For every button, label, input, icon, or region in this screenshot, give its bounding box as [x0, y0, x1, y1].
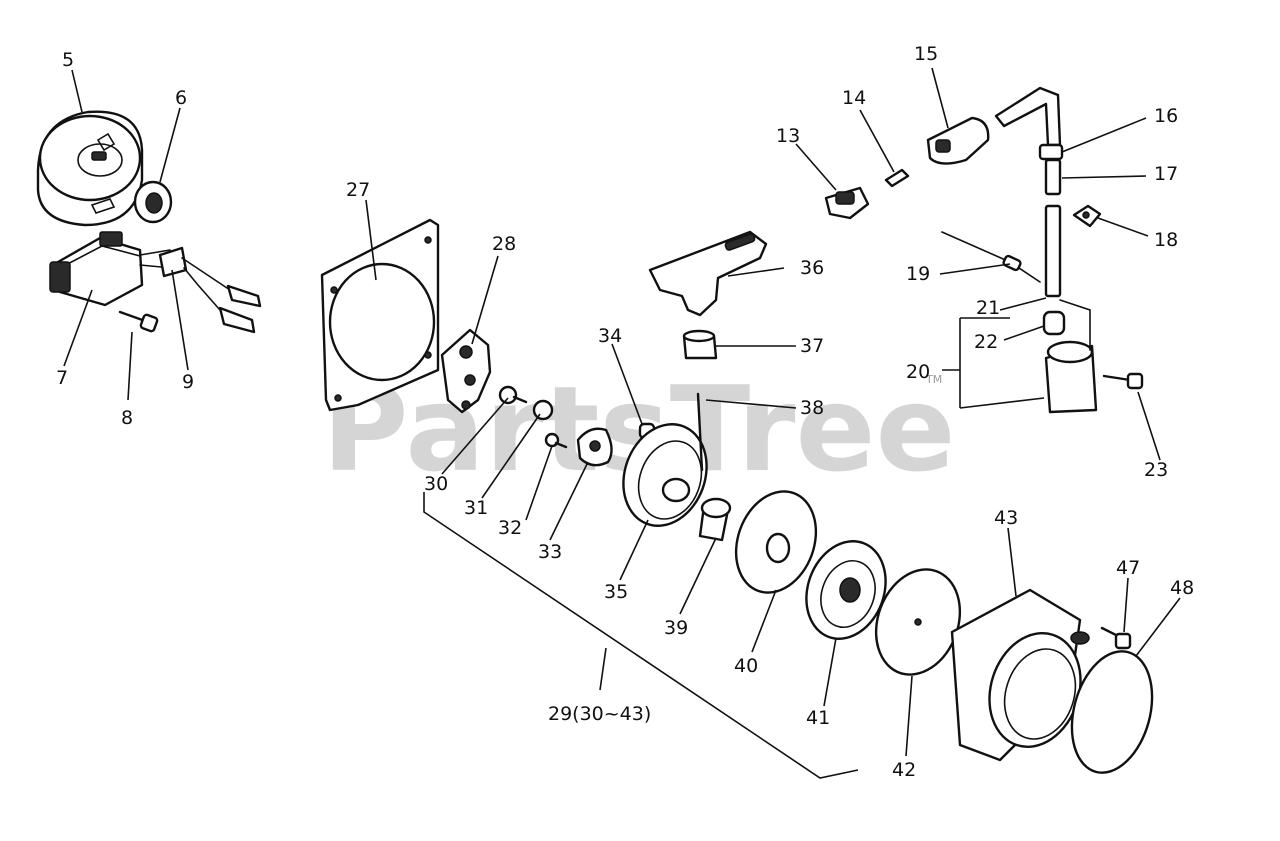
- callout-39: 39: [664, 617, 688, 639]
- callout-7: 7: [56, 367, 68, 389]
- callout-9: 9: [182, 371, 194, 393]
- callout-5: 5: [62, 49, 74, 71]
- part-33-ratchet[interactable]: [576, 427, 613, 467]
- callout-14: 14: [842, 87, 866, 109]
- callout-43: 43: [994, 507, 1018, 529]
- watermark-trademark: TM: [925, 373, 942, 386]
- part-19-stop-wire[interactable]: [941, 231, 1041, 283]
- part-22-cap[interactable]: [1042, 310, 1066, 336]
- callout-19: 19: [906, 263, 930, 285]
- callout-22: 22: [974, 331, 998, 353]
- part-5-flywheel[interactable]: [36, 110, 144, 227]
- part-40-plate[interactable]: [723, 480, 830, 604]
- callout-23: 23: [1144, 459, 1168, 481]
- callout-41: 41: [806, 707, 830, 729]
- callout-36: 36: [800, 257, 824, 279]
- callout-31: 31: [464, 497, 488, 519]
- callout-30: 30: [424, 473, 448, 495]
- callout-47: 47: [1116, 557, 1140, 579]
- part-30-screw[interactable]: [498, 385, 528, 405]
- callout-16: 16: [1154, 105, 1178, 127]
- callout-20: 20: [906, 361, 930, 383]
- callout-42: 42: [892, 759, 916, 781]
- part-15-plug-cap[interactable]: [926, 116, 990, 165]
- part-20-ignition-coil[interactable]: [1044, 299, 1098, 414]
- part-6-washer[interactable]: [133, 180, 173, 224]
- part-16-lead-clamp[interactable]: [994, 86, 1064, 161]
- part-47-bolt[interactable]: [1100, 626, 1132, 650]
- leader-lines: [63, 67, 1181, 779]
- part-14-plug-terminal[interactable]: [884, 168, 910, 188]
- part-7-ignition-module[interactable]: [49, 231, 173, 307]
- part-31-washer[interactable]: [532, 399, 554, 421]
- part-35-reel-pulley[interactable]: [610, 412, 721, 537]
- callout-29: 29(30~43): [548, 703, 651, 725]
- callout-13: 13: [776, 125, 800, 147]
- part-38-starter-rope[interactable]: [696, 392, 704, 472]
- callout-32: 32: [498, 517, 522, 539]
- part-18-clip[interactable]: [1072, 204, 1102, 228]
- callout-34: 34: [598, 325, 622, 347]
- part-13-spark-plug[interactable]: [824, 186, 870, 220]
- part-39-spacer[interactable]: [698, 497, 732, 542]
- part-21-long-sleeve[interactable]: [1044, 204, 1062, 298]
- callout-6: 6: [175, 87, 187, 109]
- part-42-cover-plate[interactable]: [862, 558, 974, 687]
- part-9-wire-connector[interactable]: [158, 246, 262, 334]
- callout-17: 17: [1154, 163, 1178, 185]
- callout-28: 28: [492, 233, 516, 255]
- callout-18: 18: [1154, 229, 1178, 251]
- part-37-rope-bushing[interactable]: [682, 329, 718, 360]
- part-43-starter-housing[interactable]: [950, 588, 1095, 762]
- part-23-bolt[interactable]: [1102, 372, 1144, 390]
- callout-33: 33: [538, 541, 562, 563]
- callout-15: 15: [914, 43, 938, 65]
- part-36-starter-handle[interactable]: [648, 230, 768, 317]
- part-48-cover-disk[interactable]: [1059, 642, 1165, 781]
- callout-40: 40: [734, 655, 758, 677]
- callout-8: 8: [121, 407, 133, 429]
- part-28-pawl-bracket[interactable]: [440, 328, 492, 414]
- part-41-recoil-spring[interactable]: [793, 530, 899, 650]
- part-8-bolt[interactable]: [118, 310, 159, 333]
- part-17-sleeve[interactable]: [1044, 158, 1062, 196]
- callout-35: 35: [604, 581, 628, 603]
- callout-21: 21: [976, 297, 1000, 319]
- callout-37: 37: [800, 335, 824, 357]
- callout-38: 38: [800, 397, 824, 419]
- part-27-gasket-plate[interactable]: [320, 218, 440, 412]
- callout-27: 27: [346, 179, 370, 201]
- callout-48: 48: [1170, 577, 1194, 599]
- callouts: 5 6 7 8 9 13 14 15 16 17 18 19 20 21 22 …: [56, 43, 1194, 781]
